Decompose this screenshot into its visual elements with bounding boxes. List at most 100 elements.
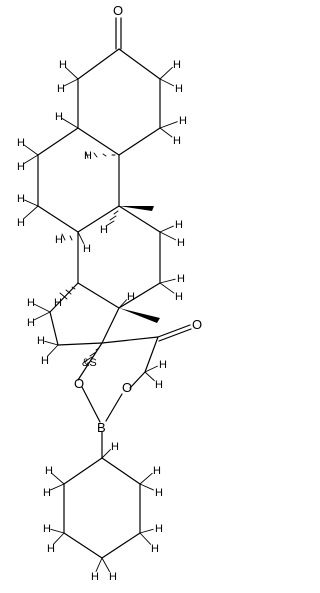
hydrogen-label: H (111, 441, 119, 453)
bond (63, 532, 103, 559)
hydrogen-label: H (109, 571, 117, 583)
stereo-hydrogen-label: H (84, 150, 92, 162)
hydrogen-bond (95, 557, 103, 572)
bond (77, 282, 120, 309)
hydrogen-label: H (177, 273, 185, 285)
bond (77, 48, 120, 80)
hydrogen-bond (159, 231, 176, 241)
bond (101, 336, 159, 344)
hydrogen-bond-layer (23, 66, 178, 573)
hydrogen-bond (118, 299, 128, 309)
bond (129, 371, 146, 389)
hydrogen-bond (51, 472, 65, 485)
hydrogen-bond (64, 78, 79, 87)
hydrogen-label: H (17, 193, 25, 205)
hydrogen-label: H (175, 219, 183, 231)
hydrogen-bond (34, 303, 51, 313)
bond (101, 457, 141, 485)
hydrogen-label: H (153, 465, 161, 477)
hydrogen-bond (61, 118, 79, 129)
hydrogen-label: H (155, 379, 163, 391)
hydrogen-bond (23, 144, 39, 156)
ester-oxygen-label: O (192, 317, 202, 332)
hydrogen-bond (46, 344, 59, 357)
hydrogen-bond (159, 225, 174, 233)
hydrogen-label: H (127, 291, 135, 303)
bond (118, 282, 161, 309)
hydrogen-label: H (27, 317, 35, 329)
hydrogen-bond (159, 282, 175, 294)
hydrogen-label: H (155, 487, 163, 499)
hydrogen-label: H (43, 523, 51, 535)
hydrogen-label: H (27, 297, 35, 309)
bond (101, 307, 120, 344)
hydrogen-bond (159, 78, 174, 87)
hydrogen-bond (159, 127, 173, 138)
ring-oxygen-label: O (74, 376, 84, 391)
hydrogen-bond (144, 371, 155, 382)
hydrogen-bond (52, 532, 65, 545)
stereo-label: &S (82, 357, 97, 369)
hydrogen-bond (77, 231, 85, 244)
hydrogen-bond (23, 154, 39, 164)
hydrogen-label: H (179, 115, 187, 127)
bond (49, 311, 59, 346)
wedge-bond (119, 308, 160, 323)
bond (118, 205, 161, 233)
hydrogen-bond (101, 557, 111, 573)
hashed-bond (85, 151, 116, 159)
hydrogen-bond (159, 121, 178, 129)
hydrogen-label: H (47, 543, 55, 555)
boron-label: B (97, 420, 106, 435)
hydrogen-bond (65, 66, 79, 80)
hydrogen-bond (50, 483, 65, 491)
hydrogen-label: H (155, 523, 163, 535)
hydrogen-bond (44, 340, 59, 346)
hydrogen-label: H (45, 465, 53, 477)
wedge-bond (119, 206, 154, 211)
hashed-bond (61, 233, 79, 241)
hydrogen-label: H (17, 217, 25, 229)
bond (158, 328, 192, 342)
hydrogen-label: H (41, 355, 49, 367)
hydrogen-bond (23, 205, 39, 220)
ketone-oxygen-label: O (113, 3, 123, 18)
bond-layer (37, 17, 192, 559)
stereo-hydrogen-label: H (55, 234, 63, 246)
hydrogen-label: H (91, 571, 99, 583)
hydrogen-label: H (17, 161, 25, 173)
bond (144, 336, 159, 373)
hydrogen-label: H (43, 487, 51, 499)
hydrogen-bond (139, 483, 154, 491)
hydrogen-label: H (83, 243, 91, 255)
bond (118, 48, 161, 80)
bond (37, 205, 79, 233)
bond (81, 386, 101, 423)
ring-oxygen-label: O (122, 380, 132, 395)
hydrogen-bond (101, 449, 111, 459)
hydrogen-label: H (55, 111, 63, 123)
hydrogen-bond (144, 365, 158, 373)
bond (77, 205, 120, 233)
hydrogen-bond (139, 528, 154, 534)
hashed-bond (83, 347, 100, 363)
hydrogen-label: H (173, 59, 181, 71)
bond (157, 324, 191, 338)
hydrogen-label: H (37, 335, 45, 347)
bond (37, 127, 79, 156)
hydrogen-label: H (177, 237, 185, 249)
bond (118, 127, 161, 156)
hydrogen-bond (24, 199, 39, 207)
stereo-hydrogen-label: H (54, 297, 62, 309)
stereo-bond-layer (59, 151, 119, 363)
bond (77, 127, 120, 156)
bond (63, 457, 103, 485)
hashed-bond (105, 210, 119, 227)
hydrogen-label: H (175, 291, 183, 303)
bond (57, 342, 103, 346)
hydrogen-bond (50, 528, 65, 534)
bond (105, 393, 123, 422)
hydrogen-label: H (175, 83, 183, 95)
